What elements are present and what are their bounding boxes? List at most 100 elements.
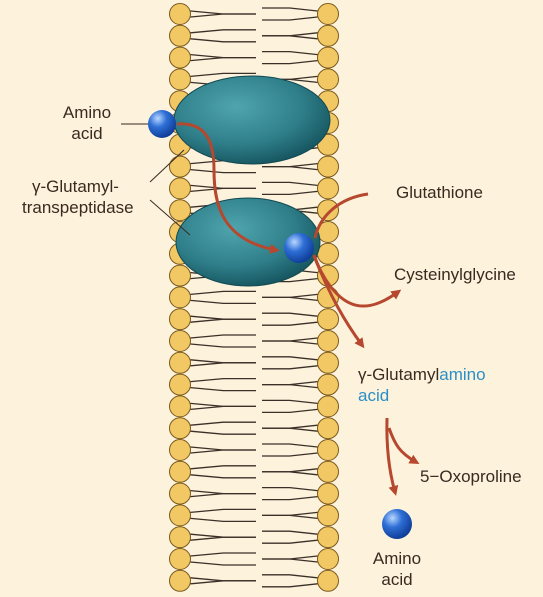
lipid-tail (262, 313, 318, 316)
lipid-tail (191, 291, 257, 294)
lipid-head (170, 527, 191, 548)
lipid-head (318, 309, 339, 330)
glutamylamino-acid-line1: γ-Glutamylamino (358, 364, 486, 385)
lipid-head (318, 178, 339, 199)
lipid-tail (262, 36, 318, 39)
lipid-tail (191, 39, 257, 42)
lipid-head (170, 69, 191, 90)
oxoproline-label: 5−Oxoproline (420, 466, 522, 487)
lipid-tail (191, 431, 257, 434)
lipid-tail (191, 475, 257, 478)
lipid-tail (191, 422, 257, 425)
lipid-head (318, 156, 339, 177)
glutamylamino-acid-label: γ-Glutamylamino acid (358, 364, 486, 406)
lipid-tail (191, 553, 257, 556)
lipid-head (318, 527, 339, 548)
lipid-head (170, 374, 191, 395)
lipid-tail (191, 30, 257, 33)
lipid-head (170, 549, 191, 570)
lipid-head (318, 25, 339, 46)
lipid-tail (191, 466, 257, 469)
lipid-tail (191, 363, 257, 366)
lipid-head (170, 440, 191, 461)
lipid-tail (191, 170, 257, 173)
enzyme-label-line1: γ-Glutamyl- (22, 176, 134, 197)
amino-acid-label-top: Amino acid (54, 102, 120, 144)
lipid-head (170, 396, 191, 417)
enzyme-label: γ-Glutamyl- transpeptidase (22, 176, 134, 218)
lipid-tail (262, 575, 318, 578)
lipid-head (318, 418, 339, 439)
glutamylamino-acid-line2: acid (358, 385, 486, 406)
lipid-head (318, 47, 339, 68)
lipid-head (170, 178, 191, 199)
enzyme-label-line2: transpeptidase (22, 197, 134, 218)
amino-acid-label-top-line1: Amino (54, 102, 120, 123)
lipid-head (170, 25, 191, 46)
lipid-tail (262, 472, 318, 475)
lipid-tail (262, 488, 318, 491)
lipid-tail (262, 341, 318, 344)
lipid-tail (262, 52, 318, 55)
lipid-tail (191, 518, 257, 521)
lipid-tail (262, 17, 318, 20)
lipid-head (170, 418, 191, 439)
lipid-tail (262, 444, 318, 447)
lipid-head (170, 483, 191, 504)
lipid-head (318, 549, 339, 570)
lipid-tail (191, 388, 257, 391)
lipid-head (170, 47, 191, 68)
glutamyl-amino: amino (439, 365, 485, 384)
amino-acid-label-bottom-line2: acid (366, 569, 428, 590)
lipid-tail (191, 58, 257, 61)
lipid-tail (262, 515, 318, 518)
lipid-tail (191, 344, 257, 347)
lipid-tail (262, 540, 318, 543)
lipid-head (170, 352, 191, 373)
lipid-tail (262, 167, 318, 170)
lipid-tail (262, 385, 318, 388)
lipid-tail (191, 562, 257, 565)
lipid-tail (191, 537, 257, 540)
lipid-head (318, 352, 339, 373)
lipid-tail (262, 61, 318, 64)
lipid-head (170, 287, 191, 308)
lipid-tail (191, 319, 257, 322)
lipid-tail (262, 584, 318, 587)
lipid-tail (191, 581, 257, 584)
lipid-tail (191, 335, 257, 338)
lipid-head (318, 505, 339, 526)
oxoproline-arrow (389, 428, 416, 462)
lipid-head (170, 156, 191, 177)
lipid-head (170, 331, 191, 352)
lipid-tail (262, 400, 318, 403)
lipid-tail (262, 453, 318, 456)
amino-acid-sphere-released (382, 509, 412, 539)
lipid-tail (262, 8, 318, 11)
amino-acid-label-top-line2: acid (54, 123, 120, 144)
lipid-tail (262, 322, 318, 325)
transpeptidase-protein-top (174, 76, 330, 164)
lipid-head (170, 461, 191, 482)
lipid-tail (262, 366, 318, 369)
lipid-tail (191, 14, 257, 17)
lipid-head (318, 396, 339, 417)
lipid-head (318, 200, 339, 221)
lipid-head (170, 309, 191, 330)
lipid-head (318, 440, 339, 461)
lipid-tail (191, 188, 257, 191)
lipid-tail (262, 182, 318, 185)
lipid-tail (262, 357, 318, 360)
lipid-tail (262, 497, 318, 500)
amino-acid-label-bottom: Amino acid (366, 548, 428, 590)
lipid-head (318, 331, 339, 352)
lipid-head (170, 265, 191, 286)
lipid-tail (191, 509, 257, 512)
lipid-tail (191, 379, 257, 382)
lipid-head (170, 570, 191, 591)
lipid-head (318, 243, 339, 264)
lipid-head (318, 570, 339, 591)
lipid-tail (191, 300, 257, 303)
lipid-tail (262, 531, 318, 534)
